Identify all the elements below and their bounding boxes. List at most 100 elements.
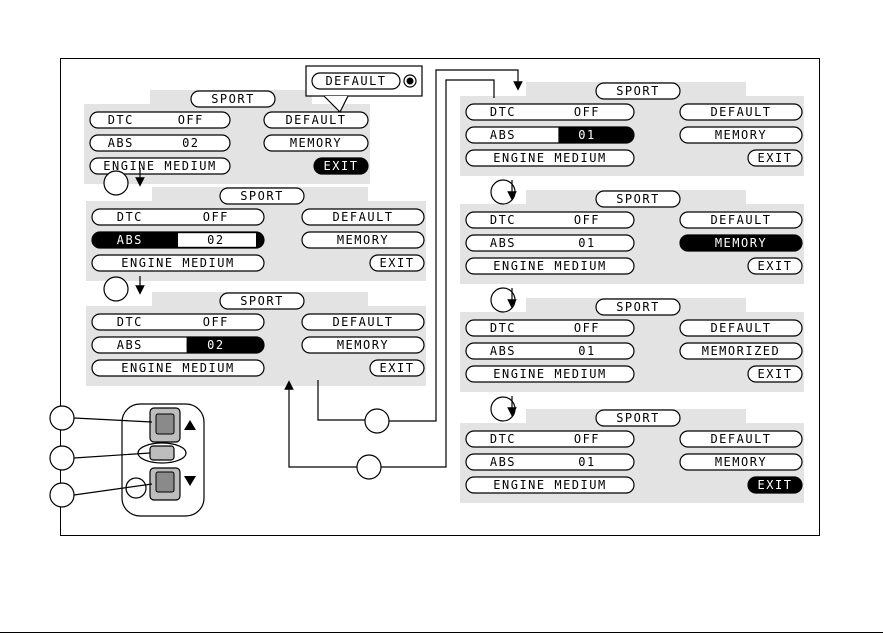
down-arrow-icon	[184, 476, 196, 486]
callout-indicator-dot	[406, 77, 414, 85]
dtc-pill	[89, 111, 231, 129]
engine-pill	[91, 359, 265, 377]
exit-pill	[747, 257, 803, 275]
default-label: DEFAULT	[285, 113, 346, 127]
default-pill	[679, 430, 803, 448]
connector-line-b2	[381, 421, 447, 468]
mode-pill	[595, 298, 681, 316]
mode-label: SPORT	[616, 192, 660, 206]
exit-label: EXIT	[380, 256, 415, 270]
exit-label: EXIT	[758, 151, 793, 165]
connector-line-b-top	[445, 79, 495, 421]
dtc-label: DTC	[117, 210, 143, 224]
mode-pill	[219, 292, 305, 310]
default-pill	[679, 319, 803, 337]
default-pill	[301, 313, 425, 331]
abs-label: ABS	[490, 344, 516, 358]
connector-line-a2	[389, 69, 523, 422]
engine-pill	[465, 257, 635, 275]
default-label: DEFAULT	[710, 213, 771, 227]
exit-label: EXIT	[380, 361, 415, 375]
abs-pill	[465, 453, 635, 471]
engine-label: ENGINE MEDIUM	[121, 256, 234, 270]
abs-value-highlight-edge	[558, 127, 569, 143]
abs-label: ABS	[490, 236, 516, 250]
callout-pointer	[323, 95, 349, 114]
mode-label: SPORT	[211, 92, 255, 106]
up-button-face	[155, 413, 175, 435]
abs-value: 01	[578, 344, 595, 358]
memory-label: MEMORY	[715, 455, 767, 469]
switch-callout-circle-1	[49, 405, 75, 431]
engine-pill	[89, 157, 231, 175]
default-label: DEFAULT	[332, 315, 393, 329]
engine-label: ENGINE MEDIUM	[493, 151, 606, 165]
dtc-label: DTC	[490, 432, 516, 446]
abs-value-highlight	[558, 127, 634, 143]
abs-value-highlight	[186, 337, 264, 353]
engine-pill	[91, 254, 265, 272]
engine-label: ENGINE MEDIUM	[103, 159, 216, 173]
abs-label: ABS	[117, 338, 143, 352]
callout-label: DEFAULT	[325, 74, 386, 88]
default-pill	[263, 111, 369, 129]
memory-pill	[679, 234, 803, 252]
abs-value: 01	[578, 236, 595, 250]
exit-pill	[747, 365, 803, 383]
mode-pill	[595, 190, 681, 208]
default-pill	[301, 208, 425, 226]
dtc-pill	[91, 208, 265, 226]
switch-leader-3	[73, 483, 153, 496]
default-callout: DEFAULT	[305, 65, 423, 114]
callout-default-pill	[311, 72, 401, 90]
switch-leader-2	[73, 452, 151, 459]
mode-label: SPORT	[616, 411, 660, 425]
switch-callout-circle-3	[49, 482, 75, 508]
dtc-pill	[465, 211, 635, 229]
dtc-pill	[465, 319, 635, 337]
abs-label: ABS	[117, 233, 143, 247]
dtc-value: OFF	[574, 321, 600, 335]
connector-circle-a	[364, 408, 390, 434]
exit-label: EXIT	[758, 367, 793, 381]
mode-pill	[595, 409, 681, 427]
memory-label: MEMORY	[290, 136, 342, 150]
default-label: DEFAULT	[710, 321, 771, 335]
mode-label: SPORT	[240, 294, 284, 308]
mode-pill	[219, 187, 305, 205]
mode-pill	[595, 82, 681, 100]
dtc-value: OFF	[178, 113, 204, 127]
memory-label: MEMORY	[715, 236, 767, 250]
diagram-frame	[60, 58, 820, 536]
engine-pill	[465, 365, 635, 383]
engine-label: ENGINE MEDIUM	[121, 361, 234, 375]
exit-pill	[313, 157, 369, 175]
default-pill	[679, 103, 803, 121]
default-label: DEFAULT	[710, 432, 771, 446]
abs-label: ABS	[108, 136, 134, 150]
engine-label: ENGINE MEDIUM	[493, 367, 606, 381]
abs-pill	[465, 234, 635, 252]
connector-circle-b	[356, 454, 382, 480]
abs-label: ABS	[490, 455, 516, 469]
memory-label: MEMORY	[715, 128, 767, 142]
abs-value: 01	[578, 455, 595, 469]
memory-pill	[679, 126, 803, 144]
exit-label: EXIT	[324, 159, 359, 173]
dtc-label: DTC	[490, 321, 516, 335]
dtc-value: OFF	[574, 213, 600, 227]
abs-value: 02	[182, 136, 199, 150]
abs-label: ABS	[490, 128, 516, 142]
step-circle-2	[103, 276, 129, 302]
dtc-value: OFF	[574, 432, 600, 446]
dtc-pill	[91, 313, 265, 331]
dtc-label: DTC	[490, 213, 516, 227]
exit-pill	[369, 254, 425, 272]
memory-pill	[301, 231, 425, 249]
dtc-label: DTC	[490, 105, 516, 119]
confirm-button	[149, 445, 175, 461]
